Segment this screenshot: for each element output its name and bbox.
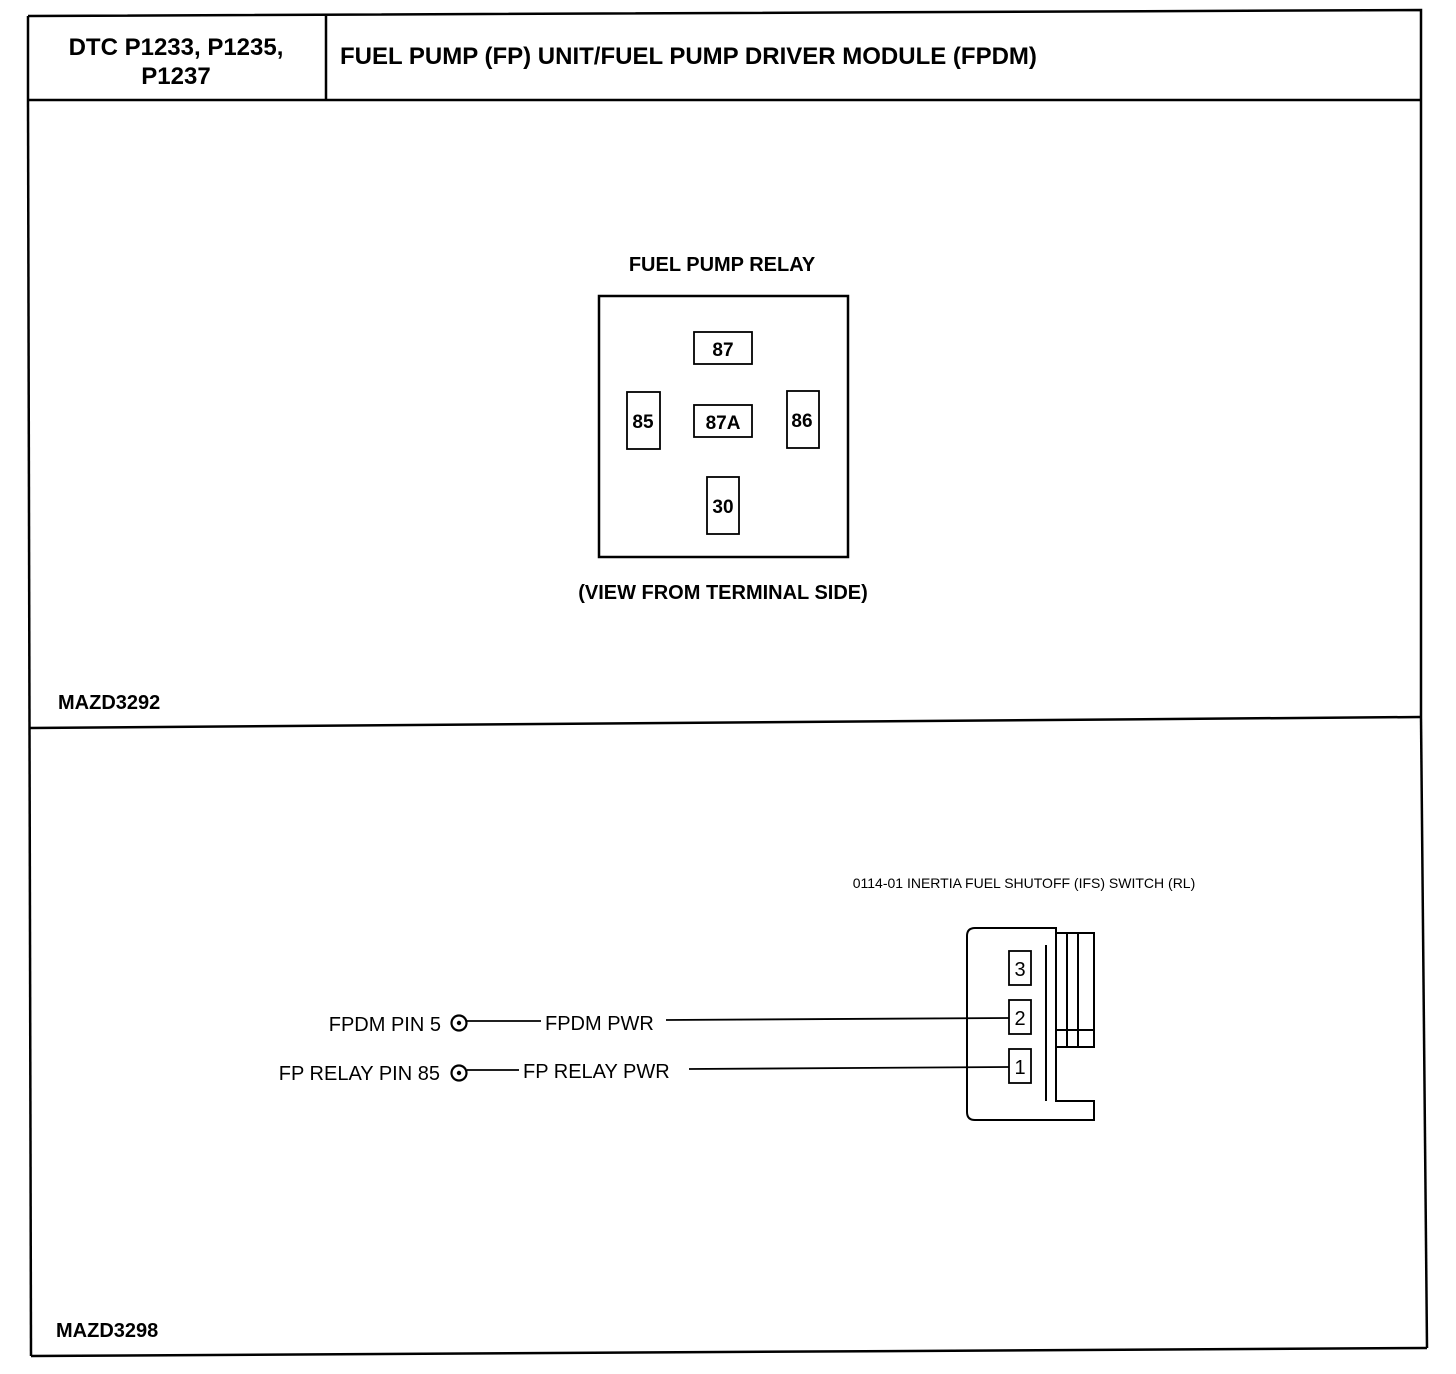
relay-pin-30-box — [706, 476, 740, 535]
fpdm-pin5-terminal-icon — [450, 1014, 468, 1032]
page-title: FUEL PUMP (FP) UNIT/FUEL PUMP DRIVER MOD… — [340, 43, 1037, 70]
fp-relay-pin85-label: FP RELAY PIN 85 — [279, 1063, 440, 1085]
fpdm-pwr-wire-label: FPDM PWR — [545, 1013, 654, 1035]
relay-pin-85-box — [626, 391, 661, 450]
fpdm-pin5-label: FPDM PIN 5 — [329, 1014, 441, 1036]
ifs-pin-1: 1 — [1014, 1057, 1025, 1079]
fp-relay-pin85-terminal-icon — [450, 1064, 468, 1082]
page-frame — [26, 8, 1429, 1358]
relay-connector-outline — [597, 294, 850, 559]
ifs-pin-2: 2 — [1014, 1008, 1025, 1030]
fpdm-wire-right — [665, 1017, 1010, 1021]
relay-pin-86: 86 — [791, 411, 812, 432]
ifs-switch-label: 0114-01 INERTIA FUEL SHUTOFF (IFS) SWITC… — [853, 875, 1196, 891]
ifs-switch-connector — [966, 927, 1095, 1121]
ifs-pin-3: 3 — [1014, 959, 1025, 981]
relay-pin-87a: 87A — [706, 413, 741, 434]
ifs-pin-2-box — [1008, 999, 1032, 1035]
fp-relay-pwr-wire-label: FP RELAY PWR — [523, 1061, 670, 1083]
relay-view-note: (VIEW FROM TERMINAL SIDE) — [578, 582, 868, 604]
fp-relay-wire-right — [688, 1066, 1010, 1070]
relay-pin-87a-box — [693, 404, 753, 438]
relay-panel: FUEL PUMP RELAY 87 85 87A 86 30 (VIEW FR… — [58, 254, 868, 714]
relay-title: FUEL PUMP RELAY — [629, 254, 816, 276]
dtc-codes-line1: DTC P1233, P1235, — [69, 34, 284, 61]
switch-figure-id: MAZD3298 — [56, 1320, 158, 1342]
ifs-pin-1-box — [1008, 1048, 1032, 1084]
header: DTC P1233, P1235, P1237 FUEL PUMP (FP) U… — [69, 34, 1037, 90]
switch-panel: 0114-01 INERTIA FUEL SHUTOFF (IFS) SWITC… — [56, 875, 1195, 1342]
relay-pin-86-box — [786, 390, 820, 449]
ifs-pin-3-box — [1008, 950, 1032, 986]
relay-figure-id: MAZD3292 — [58, 692, 160, 714]
relay-pin-87-box — [693, 331, 753, 365]
relay-pin-85: 85 — [632, 412, 654, 433]
relay-pin-87: 87 — [712, 340, 733, 361]
relay-pin-30: 30 — [712, 497, 733, 518]
dtc-codes-line2: P1237 — [141, 63, 210, 90]
